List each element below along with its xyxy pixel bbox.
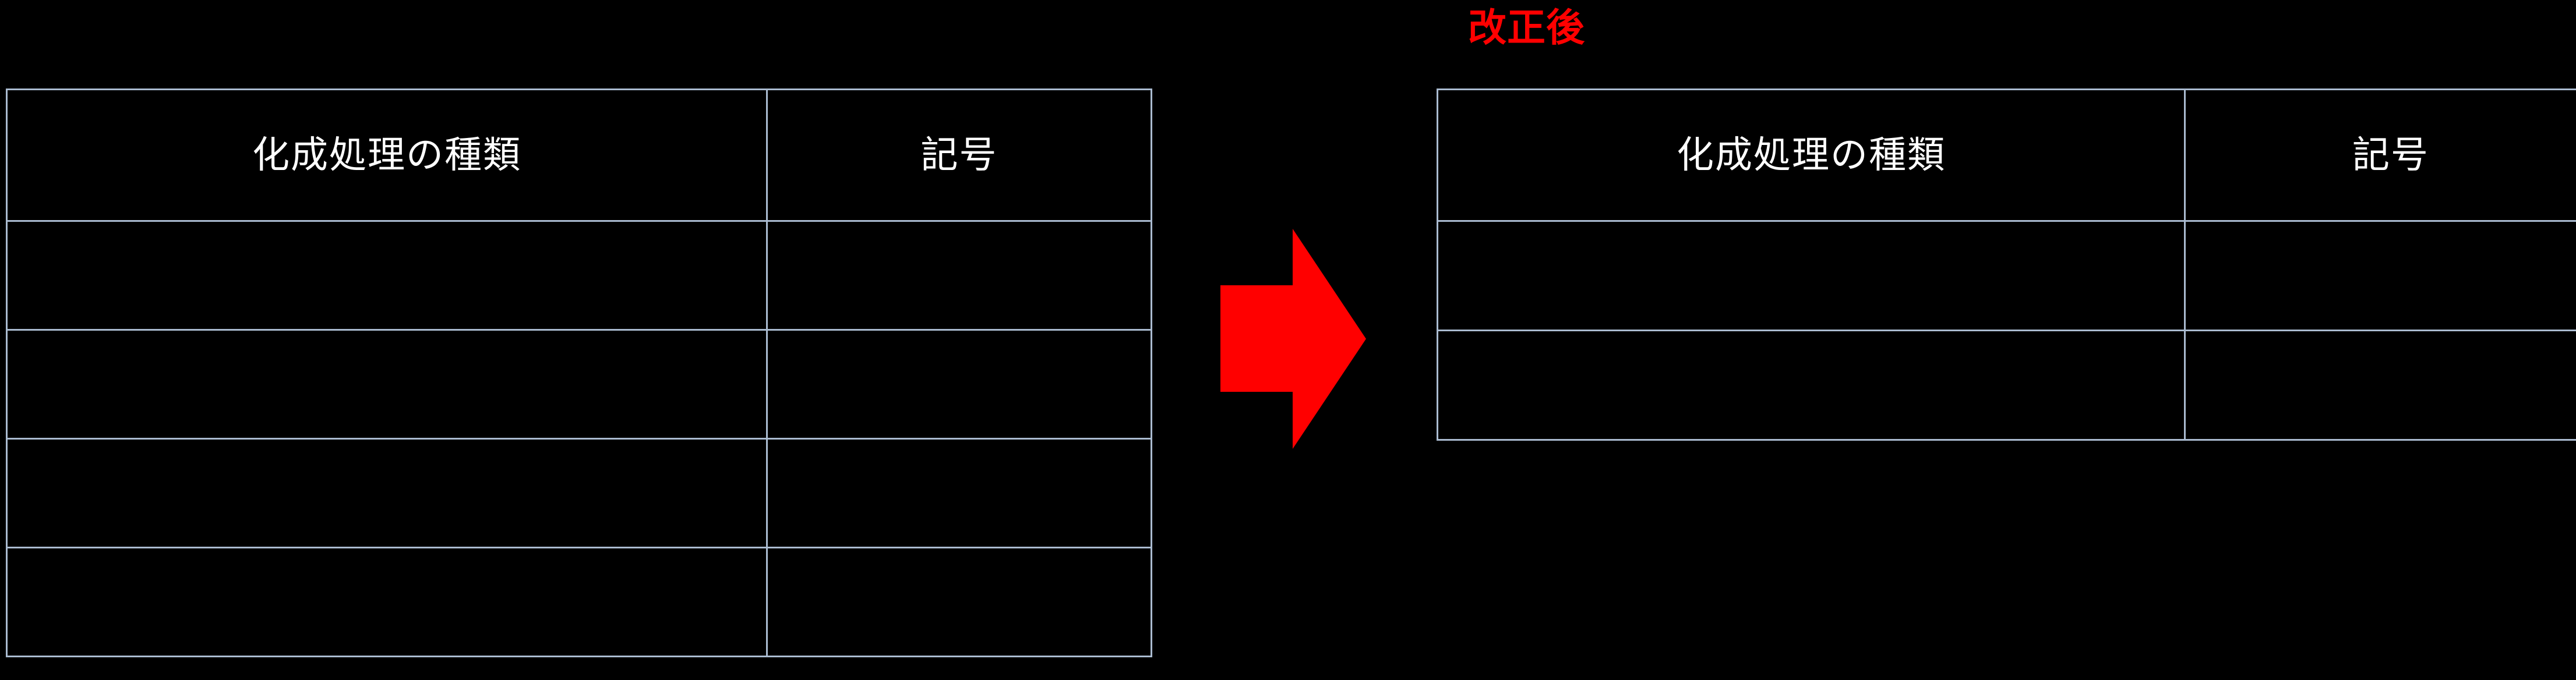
before-cell-symbol: [766, 547, 1152, 657]
after-table-header-row: 化成処理の種類 記号: [1437, 88, 2576, 222]
after-table: 化成処理の種類 記号: [1437, 88, 2576, 441]
after-revision-caption: 改正後: [1468, 6, 1585, 49]
after-cell-symbol: [2184, 330, 2576, 441]
before-table-header-row: 化成処理の種類 記号: [6, 88, 1152, 222]
before-cell-kind: [6, 329, 768, 440]
before-table-row: [6, 547, 1152, 657]
before-table-row: [6, 329, 1152, 440]
before-cell-kind: [6, 220, 768, 331]
before-header-treatment-kind: 化成処理の種類: [6, 88, 768, 222]
before-cell-symbol: [766, 329, 1152, 440]
after-cell-symbol: [2184, 220, 2576, 331]
after-header-treatment-kind: 化成処理の種類: [1437, 88, 2186, 222]
before-cell-kind: [6, 547, 768, 657]
before-cell-symbol: [766, 438, 1152, 548]
before-table: 化成処理の種類 記号: [6, 88, 1152, 657]
before-table-row: [6, 220, 1152, 331]
after-table-row: [1437, 330, 2576, 441]
after-cell-kind: [1437, 220, 2186, 331]
after-cell-kind: [1437, 330, 2186, 441]
right-arrow-icon: [1220, 229, 1366, 449]
after-table-row: [1437, 220, 2576, 331]
before-cell-kind: [6, 438, 768, 548]
after-header-symbol: 記号: [2184, 88, 2576, 222]
before-header-symbol: 記号: [766, 88, 1152, 222]
before-cell-symbol: [766, 220, 1152, 331]
before-table-row: [6, 438, 1152, 548]
